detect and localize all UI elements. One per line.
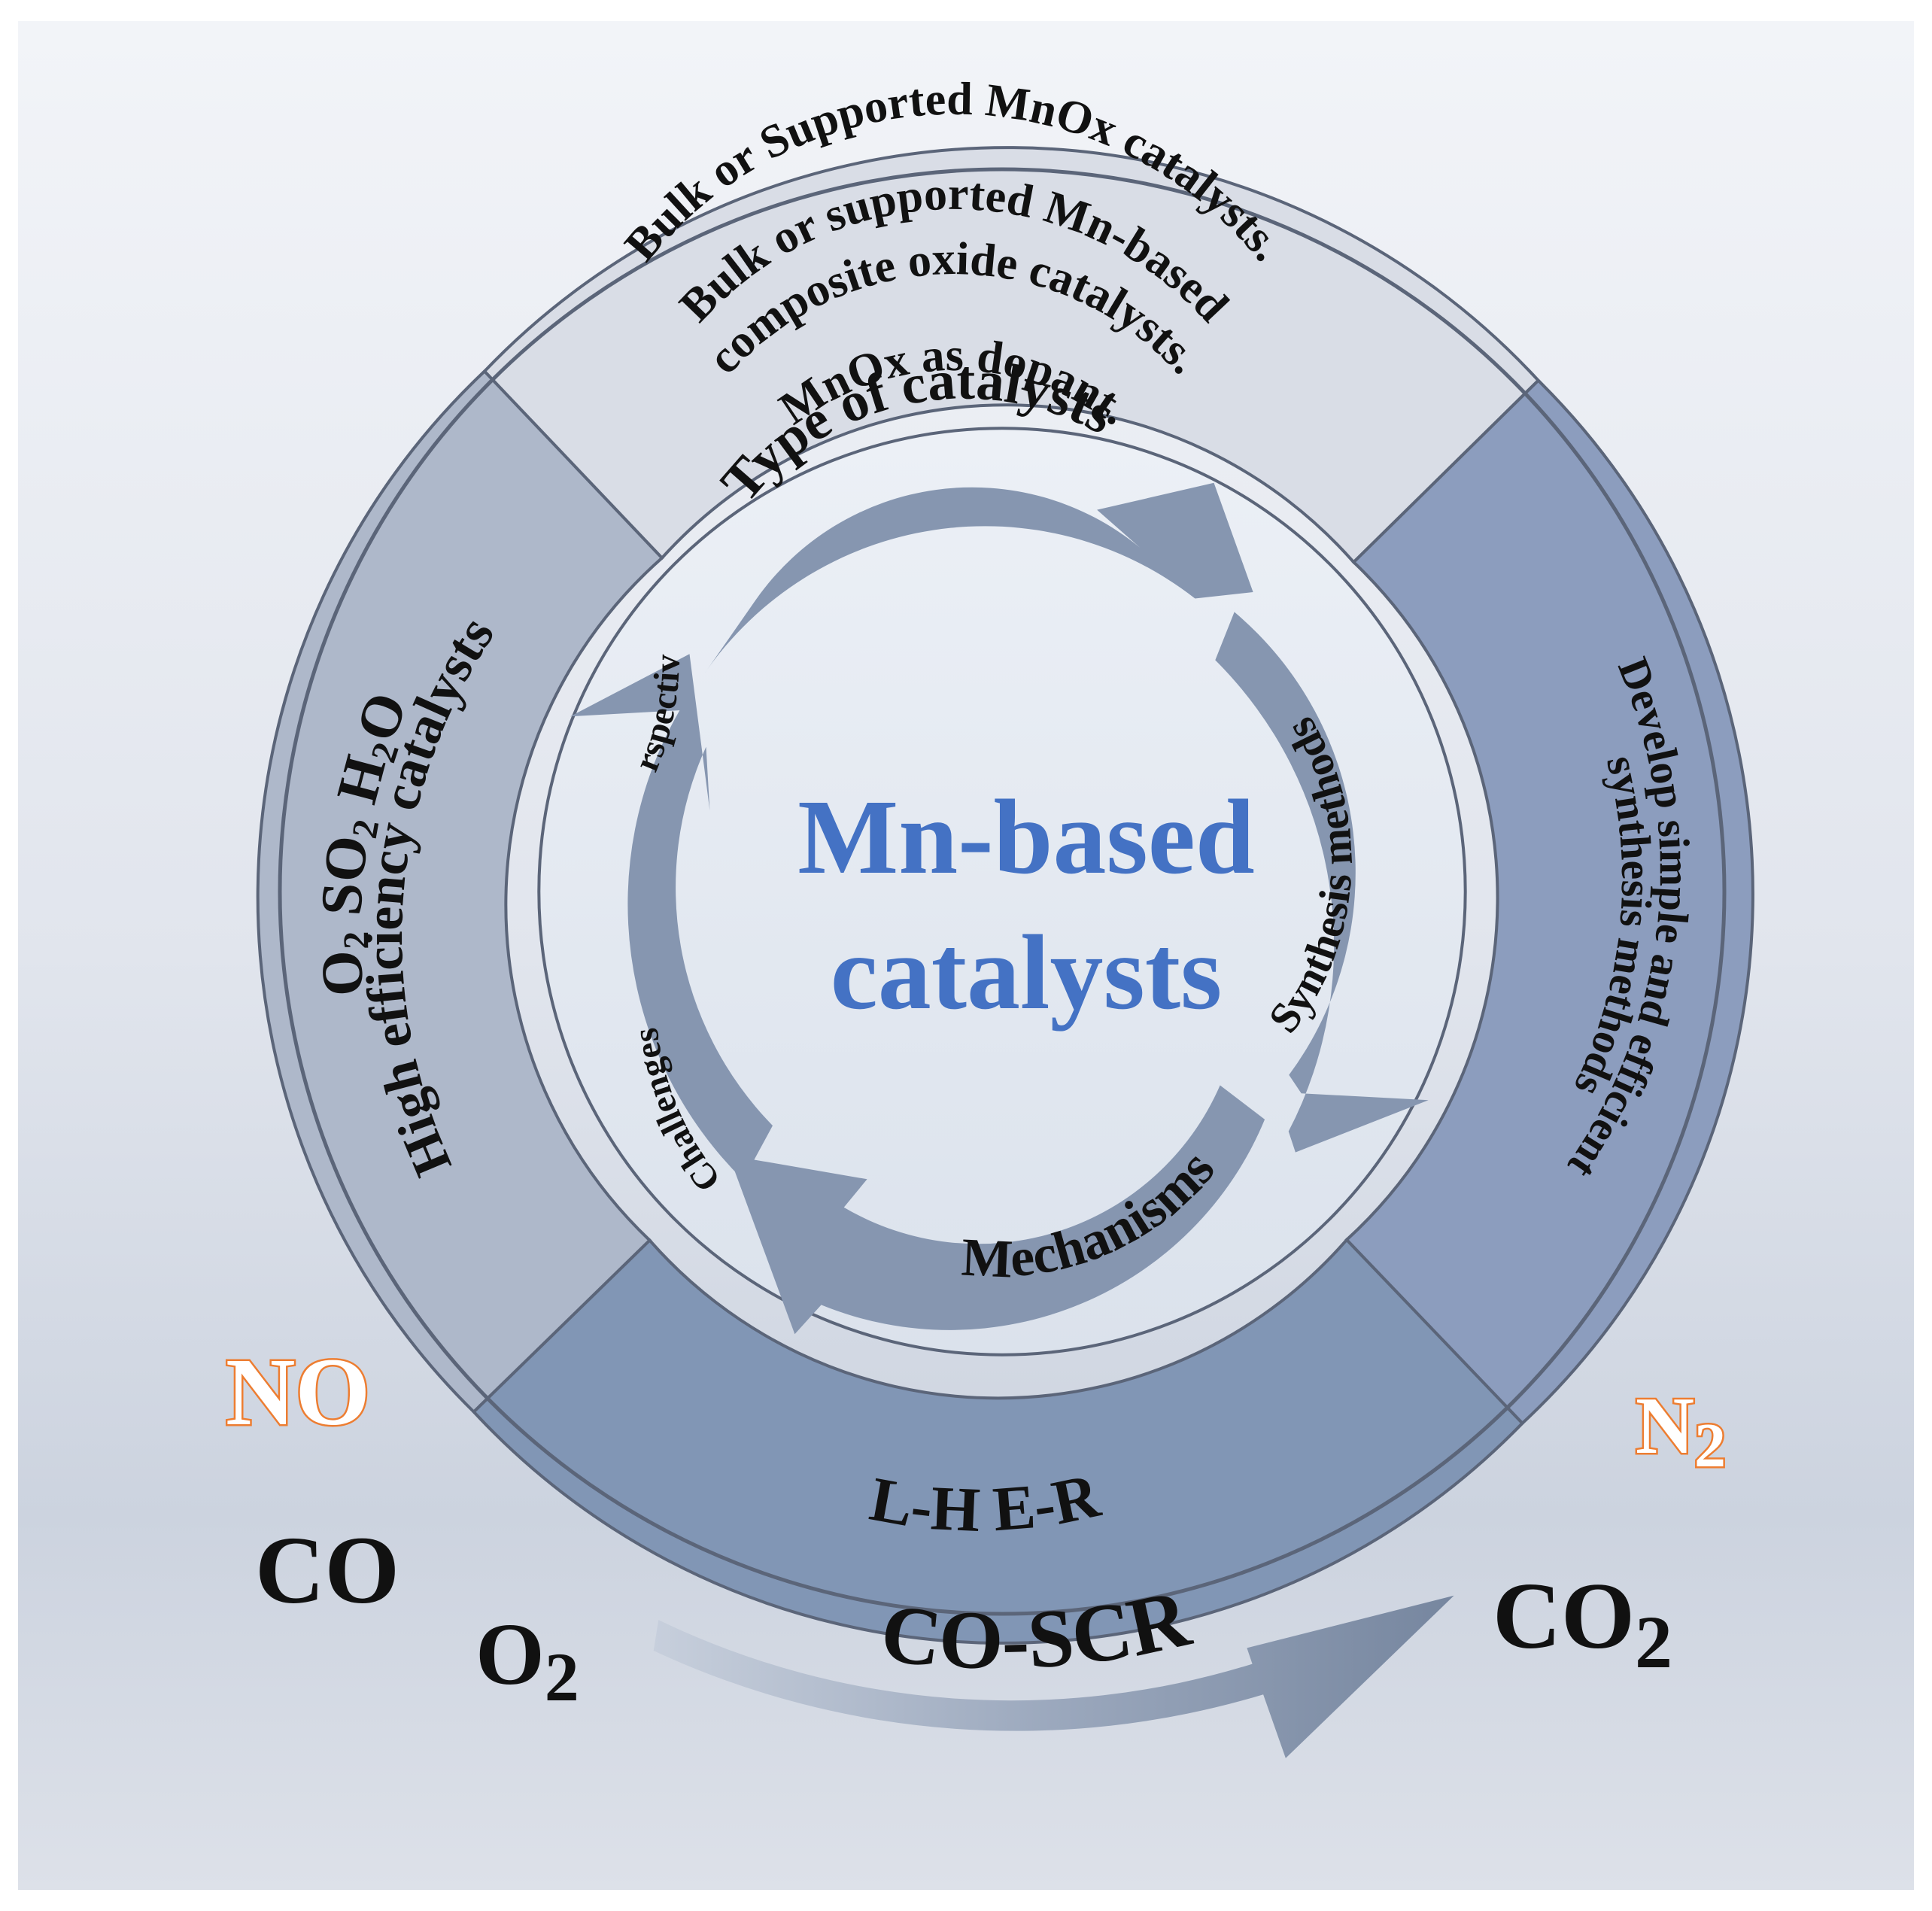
arrow-type-of-catalysts [704,482,1253,674]
arrow-synthesis-methods [1215,612,1429,1153]
no-label: NO [226,1338,370,1445]
n2-label: N2 [1636,1381,1726,1481]
sector-right-synthesis [1344,378,1754,1426]
outer-ring-border [278,167,1727,1616]
co2-label: CO2 [1493,1564,1672,1684]
o2-label: O2 [475,1605,579,1715]
sector-bottom-mechanisms [471,1237,1525,1645]
center-title-line2: catalysts [831,913,1223,1031]
left-sector-species: O2 SO2 H2O [308,683,420,998]
arrow-mechanisms [728,1085,1265,1335]
co-scr-arrow [653,1595,1454,1758]
bottom-sector-mechanisms: L-H E-R [865,1460,1107,1545]
sector-top-catalyst-types [482,146,1541,565]
sector-left-efficiency [256,369,664,1414]
arrow-challenges-perspectives [570,654,773,1180]
co-label: CO [255,1517,399,1624]
center-title-line1: Mn-based [797,777,1255,896]
